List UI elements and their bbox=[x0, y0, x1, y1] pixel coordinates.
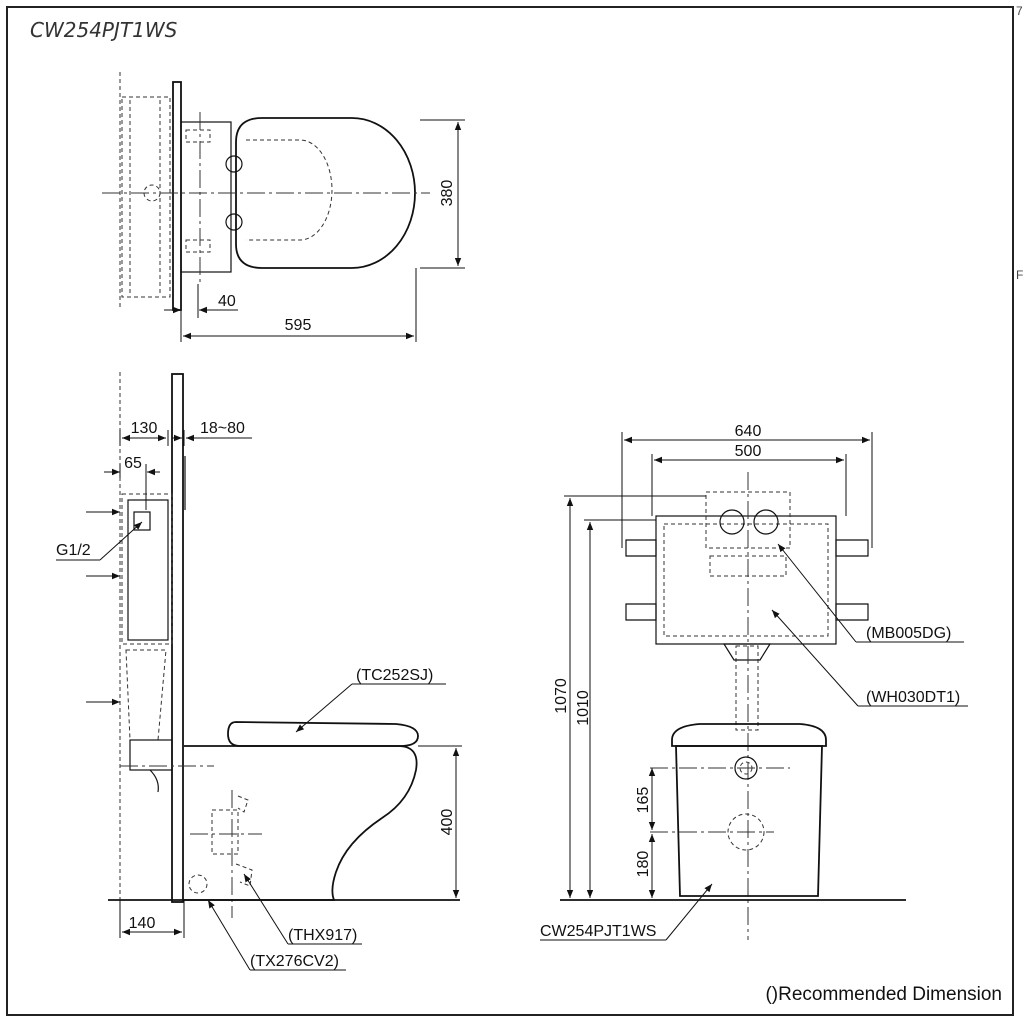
dim-180: 180 bbox=[635, 851, 652, 878]
label-wh030dt1: (WH030DT1) bbox=[866, 689, 960, 706]
dim-140: 140 bbox=[129, 915, 156, 932]
label-tx276cv2: (TX276CV2) bbox=[250, 953, 339, 970]
dim-130: 130 bbox=[131, 420, 158, 437]
bowl-side bbox=[184, 745, 418, 901]
dim-400: 400 bbox=[439, 809, 456, 836]
dim-65: 65 bbox=[124, 455, 142, 472]
dim-1010: 1010 bbox=[575, 690, 592, 726]
recommended-dimension-note: ()Recommended Dimension bbox=[765, 984, 1002, 1005]
toilet-seat-top bbox=[235, 117, 416, 269]
dim-40: 40 bbox=[218, 293, 236, 310]
bowl-front bbox=[675, 745, 823, 897]
edge-mark-mid: F bbox=[1016, 268, 1024, 282]
label-tc252sj: (TC252SJ) bbox=[356, 667, 433, 684]
dim-18-80: 18~80 bbox=[200, 420, 245, 437]
wall-plate-top bbox=[172, 81, 182, 311]
label-thx917: (THX917) bbox=[288, 927, 357, 944]
seat-front bbox=[671, 723, 827, 747]
label-g1-2: G1/2 bbox=[56, 542, 91, 559]
dim-500: 500 bbox=[735, 443, 762, 460]
edge-mark-top: 7 bbox=[1016, 4, 1023, 18]
model-title: CW254PJT1WS bbox=[30, 18, 178, 42]
wall-plate-side bbox=[171, 373, 184, 903]
drawing-frame bbox=[6, 6, 1014, 1016]
dim-640: 640 bbox=[735, 423, 762, 440]
label-mb005dg: (MB005DG) bbox=[866, 625, 951, 642]
top-view: 380 40 595 bbox=[102, 72, 465, 342]
dim-1070: 1070 bbox=[553, 678, 570, 714]
front-view: 640 500 1070 1010 165 180 (MB005DG) (WH0… bbox=[540, 423, 968, 941]
side-view: 130 18~80 65 G1/2 400 140 (TC252SJ) (THX… bbox=[56, 372, 462, 971]
seat-side bbox=[227, 721, 419, 747]
install-frame bbox=[655, 515, 837, 645]
dim-165: 165 bbox=[635, 787, 652, 814]
label-cw254pjt1ws: CW254PJT1WS bbox=[540, 923, 656, 940]
dim-380: 380 bbox=[439, 180, 456, 207]
dim-595: 595 bbox=[285, 317, 312, 334]
